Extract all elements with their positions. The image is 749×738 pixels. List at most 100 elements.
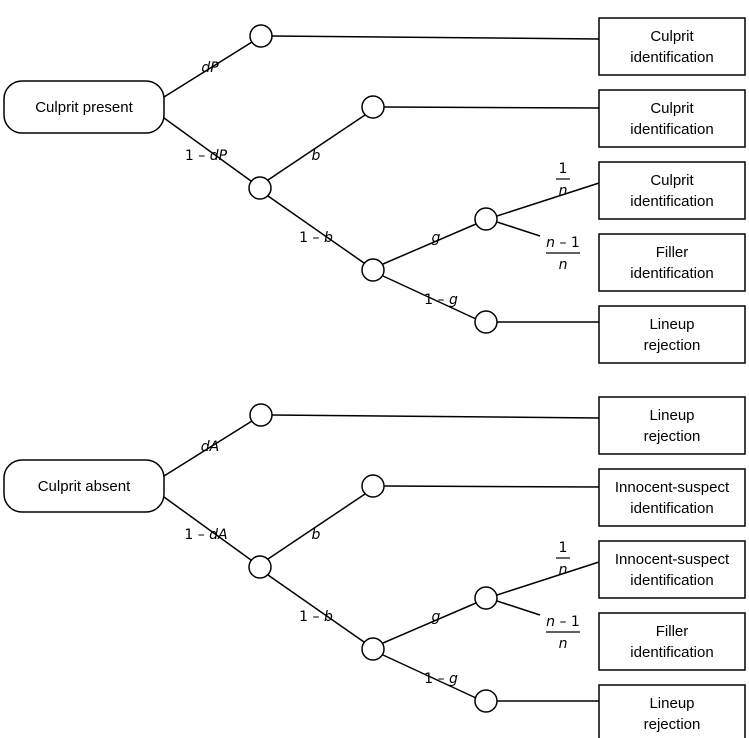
edge-guess-to-filler bbox=[496, 221, 541, 237]
fraction-numerator: n – 1 bbox=[546, 235, 580, 251]
branch-label-bias: b bbox=[312, 148, 321, 164]
tree-node bbox=[249, 403, 273, 427]
root-node-border bbox=[3, 459, 165, 513]
branch-label-reject: 1 – g bbox=[424, 671, 458, 687]
outcome-label-line1: Lineup bbox=[649, 316, 694, 333]
outcome-label-line1: Culprit bbox=[650, 28, 694, 45]
outcome-box: Innocent-suspect identification bbox=[598, 468, 746, 527]
tree-node bbox=[248, 555, 272, 579]
outcome-label-line2: identification bbox=[630, 193, 713, 210]
outcome-label-line2: identification bbox=[630, 572, 713, 589]
root-node-label: Culprit absent bbox=[38, 478, 131, 495]
branch-label-guess: g bbox=[432, 609, 441, 625]
branch-label-target-fraction: 1n bbox=[556, 161, 570, 199]
edge-nobias-to-guess bbox=[382, 602, 477, 644]
fraction-denominator: n bbox=[559, 636, 568, 652]
outcome-box-border bbox=[598, 540, 746, 599]
edge-root-to-detect bbox=[163, 41, 253, 98]
outcome-box: Innocent-suspect identification bbox=[598, 540, 746, 599]
branch-label-filler-fraction: n – 1 n bbox=[546, 235, 580, 273]
branch-label-detect: dP bbox=[201, 60, 219, 76]
root-node-label: Culprit present bbox=[35, 99, 133, 116]
branch-label-nondetect: 1 – dA bbox=[184, 527, 227, 543]
root-node-border bbox=[3, 80, 165, 134]
branch-label-nondetect: 1 – dP bbox=[185, 148, 228, 164]
tree-node bbox=[474, 689, 498, 713]
fraction-denominator: n bbox=[559, 183, 568, 199]
edge-nobias-to-reject bbox=[382, 275, 477, 320]
outcome-box-border bbox=[598, 233, 746, 292]
outcome-box: Lineup rejection bbox=[598, 396, 746, 455]
edge-root-to-nondetect bbox=[163, 496, 252, 561]
tree-node bbox=[361, 637, 385, 661]
edge-nobias-to-reject bbox=[382, 654, 477, 699]
outcome-label-line2: identification bbox=[630, 500, 713, 517]
outcome-label-line1: Lineup bbox=[649, 695, 694, 712]
edge-guess-to-filler bbox=[496, 600, 541, 616]
edge-nondetect-to-bias bbox=[267, 493, 366, 560]
tree-node bbox=[249, 24, 273, 48]
outcome-box-border bbox=[598, 17, 746, 76]
edge-nondetect-to-nobias bbox=[267, 195, 365, 264]
outcome-label-line2: identification bbox=[630, 49, 713, 66]
outcome-label-line2: rejection bbox=[644, 716, 701, 733]
edge-nobias-to-guess bbox=[382, 223, 477, 265]
branch-label-reject: 1 – g bbox=[424, 292, 458, 308]
outcome-label-line2: rejection bbox=[644, 428, 701, 445]
outcome-box: Culprit identification bbox=[598, 17, 746, 76]
outcome-label-line1: Innocent-suspect bbox=[615, 551, 730, 568]
edge-bias-to-outcome bbox=[383, 106, 600, 109]
edge-root-to-detect bbox=[163, 420, 253, 477]
edge-detect-to-outcome bbox=[271, 35, 600, 40]
fraction-numerator: 1 bbox=[559, 161, 568, 177]
outcome-box: Culprit identification bbox=[598, 89, 746, 148]
outcome-label-line1: Culprit bbox=[650, 172, 694, 189]
outcome-label-line1: Filler bbox=[656, 623, 689, 640]
outcome-box-border bbox=[598, 612, 746, 671]
outcome-label-line1: Lineup bbox=[649, 407, 694, 424]
tree-node bbox=[474, 310, 498, 334]
branch-label-guess: g bbox=[432, 230, 441, 246]
branch-label-bias: b bbox=[312, 527, 321, 543]
tree-node bbox=[248, 176, 272, 200]
outcome-box-border bbox=[598, 684, 746, 738]
fraction-denominator: n bbox=[559, 257, 568, 273]
outcome-box: Filler identification bbox=[598, 612, 746, 671]
outcome-box: Filler identification bbox=[598, 233, 746, 292]
outcome-box-border bbox=[598, 89, 746, 148]
fraction-numerator: n – 1 bbox=[546, 614, 580, 630]
branch-label-filler-fraction: n – 1 n bbox=[546, 614, 580, 652]
edge-detect-to-outcome bbox=[271, 414, 600, 419]
tree-node bbox=[474, 207, 498, 231]
branch-label-nobias: 1 – b bbox=[299, 609, 333, 625]
branch-label-target-fraction: 1n bbox=[556, 540, 570, 578]
outcome-label-line1: Filler bbox=[656, 244, 689, 261]
tree-node bbox=[474, 586, 498, 610]
tree-node bbox=[361, 95, 385, 119]
outcome-box-border bbox=[598, 305, 746, 364]
outcome-box-border bbox=[598, 161, 746, 220]
tree-node bbox=[361, 474, 385, 498]
tree-node bbox=[361, 258, 385, 282]
edge-guess-to-target bbox=[496, 182, 600, 217]
outcome-box: Culprit identification bbox=[598, 161, 746, 220]
edge-nondetect-to-nobias bbox=[267, 574, 365, 643]
outcome-label-line2: identification bbox=[630, 265, 713, 282]
outcome-label-line1: Culprit bbox=[650, 100, 694, 117]
fraction-denominator: n bbox=[559, 562, 568, 578]
outcome-box-border bbox=[598, 468, 746, 527]
edge-root-to-nondetect bbox=[163, 117, 252, 182]
edge-guess-to-target bbox=[496, 561, 600, 596]
branch-label-nobias: 1 – b bbox=[299, 230, 333, 246]
outcome-label-line2: identification bbox=[630, 644, 713, 661]
branch-label-detect: dA bbox=[201, 439, 219, 455]
fraction-numerator: 1 bbox=[559, 540, 568, 556]
outcome-label-line2: identification bbox=[630, 121, 713, 138]
outcome-label-line1: Innocent-suspect bbox=[615, 479, 730, 496]
outcome-box: Lineup rejection bbox=[598, 684, 746, 738]
edge-nondetect-to-bias bbox=[267, 114, 366, 181]
